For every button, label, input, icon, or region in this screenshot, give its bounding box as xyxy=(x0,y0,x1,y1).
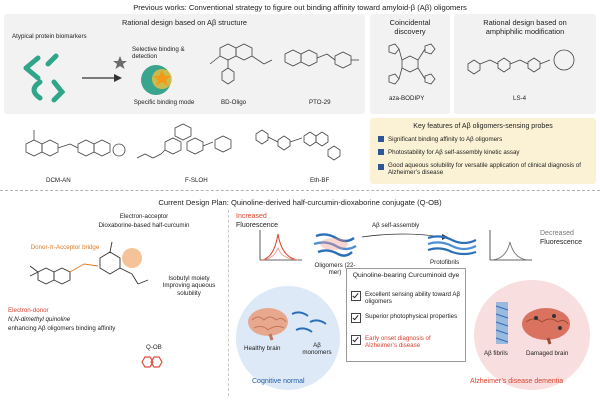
fibril-icon xyxy=(495,302,509,344)
key-features-title: Key features of Aβ oligomers-sensing pro… xyxy=(413,123,553,130)
qob-structure xyxy=(29,241,149,285)
f-sloh-label: F-SLOH xyxy=(185,177,208,184)
healthy-brain-label: Healthy brain xyxy=(244,345,281,352)
aza-bodipy-label: aza-BODIPY xyxy=(389,95,425,102)
bd-oligo-structure xyxy=(209,43,273,85)
check-item: Excellent sensing ability toward Aβ olig… xyxy=(351,291,461,306)
ab-monomers-label: Aβ monomers xyxy=(302,342,332,357)
cognitive-normal-label: Cognitive normal xyxy=(252,378,305,385)
rational-design-title: Rational design based on Aβ structure xyxy=(121,18,248,27)
qob-ring-icon xyxy=(141,356,163,368)
checkbox-icon xyxy=(351,313,361,323)
checkbox-icon xyxy=(351,291,361,301)
bullet-icon xyxy=(378,164,384,170)
acceptor-label: Electron-acceptor xyxy=(119,213,169,220)
bridge-label: Donor-π-Acceptor bridge xyxy=(30,244,100,251)
top-title: Previous works: Conventional strategy to… xyxy=(133,3,467,12)
ls4-label: LS-4 xyxy=(513,95,527,102)
column-divider xyxy=(228,210,229,396)
check-text: Excellent sensing ability toward Aβ olig… xyxy=(365,291,461,306)
dcm-an-structure xyxy=(25,130,126,157)
self-assembly-label: Aβ self-assembly xyxy=(372,222,420,229)
bullet-icon xyxy=(378,149,384,156)
bullet-icon xyxy=(378,136,384,143)
damaged-brain-label: Damaged brain xyxy=(526,350,569,357)
isobutyl-desc: Isobutyl moiety Improving aqueous solubi… xyxy=(162,275,216,297)
feature-item: Good aqueous solubility for versatile ap… xyxy=(378,162,592,177)
oligomer-cluster-icon xyxy=(313,233,357,257)
decreased-label: Decreased xyxy=(540,230,574,237)
protofibrils-label: Protofibrils xyxy=(430,259,460,266)
feature-text: Photostability for Aβ self-assembly kine… xyxy=(388,149,520,156)
cognitive-normal-area xyxy=(236,286,340,390)
acceptor-desc: Dioxaborine-based half-curcumin xyxy=(98,222,190,229)
ls4-structure xyxy=(467,49,575,75)
protofibril-icon xyxy=(427,235,477,256)
binding-pocket-icon xyxy=(141,65,172,95)
section-divider xyxy=(0,190,600,191)
aza-bodipy-structure xyxy=(388,43,436,85)
check-item: Early onset diagnosis of Alzheimer’s dis… xyxy=(351,335,461,350)
damaged-brain-icon xyxy=(522,308,570,345)
amphiphilic-panel: Rational design based on amphiphilic mod… xyxy=(454,14,596,114)
feature-text: Significant binding affinity to Aβ oligo… xyxy=(388,136,503,143)
feature-text: Good aqueous solubility for versatile ap… xyxy=(388,162,581,177)
eth-bf-structure xyxy=(255,129,341,161)
biomarker-label: Atypical protein biomarkers xyxy=(12,33,87,40)
increased-spectrum-plot xyxy=(259,230,302,261)
quinoline-box: Quinoline-bearing Curcuminoid dye Excell… xyxy=(346,268,466,362)
fluorescence-label-1: Fluorescence xyxy=(236,222,279,229)
check-item: Superior photophysical properties xyxy=(351,313,461,323)
pto29-label: PTO-29 xyxy=(309,99,331,106)
oligomers-label: Oligomers (22-mer) xyxy=(314,262,356,277)
bd-oligo-label: BD-Oligo xyxy=(221,99,247,106)
specific-binding-label: Specific binding mode xyxy=(133,99,195,106)
increased-label: Increased xyxy=(236,213,267,220)
biomarker-icon xyxy=(23,53,66,103)
arrow-icon xyxy=(82,74,122,82)
eth-bf-label: Eth-BF xyxy=(310,177,330,184)
ab-fibrils-label: Aβ fibrils xyxy=(484,350,508,357)
pto29-structure xyxy=(284,49,359,69)
check-text: Superior photophysical properties xyxy=(365,313,458,320)
f-sloh-structure xyxy=(136,123,232,159)
feature-item: Significant binding affinity to Aβ oligo… xyxy=(378,136,592,143)
checkbox-icon xyxy=(351,335,361,345)
coincidental-title: Coincidental discovery xyxy=(389,18,431,36)
dcm-an-label: DCM-AN xyxy=(46,177,71,184)
healthy-brain-icon xyxy=(248,308,288,341)
amphiphilic-title: Rational design based on amphiphilic mod… xyxy=(483,18,567,36)
bottom-title: Current Design Plan: Quinoline-derived h… xyxy=(158,198,442,207)
ad-dementia-label: Alzheimer’s disease dementia xyxy=(470,378,564,385)
qob-label: Q-OB xyxy=(146,344,162,351)
check-text: Early onset diagnosis of Alzheimer’s dis… xyxy=(365,335,431,350)
monomer-icon xyxy=(291,311,327,333)
feature-item: Photostability for Aβ self-assembly kine… xyxy=(378,149,592,156)
selective-label: Selective binding & detection xyxy=(132,46,185,61)
star-icon xyxy=(113,56,127,69)
quinoline-title: Quinoline-bearing Curcuminoid dye xyxy=(352,272,460,279)
donor-desc-1: N,N-dimethyl quinoline xyxy=(8,316,71,323)
donor-desc-2: enhancing Aβ oligomers binding affinity xyxy=(8,325,116,332)
key-features-box: Key features of Aβ oligomers-sensing pro… xyxy=(370,118,596,184)
donor-label: Electron-donor xyxy=(8,307,49,314)
fluorescence-label-2: Fluorescence xyxy=(540,239,583,246)
decreased-spectrum-plot xyxy=(489,230,532,261)
coincidental-panel: Coincidental discovery xyxy=(370,14,450,114)
